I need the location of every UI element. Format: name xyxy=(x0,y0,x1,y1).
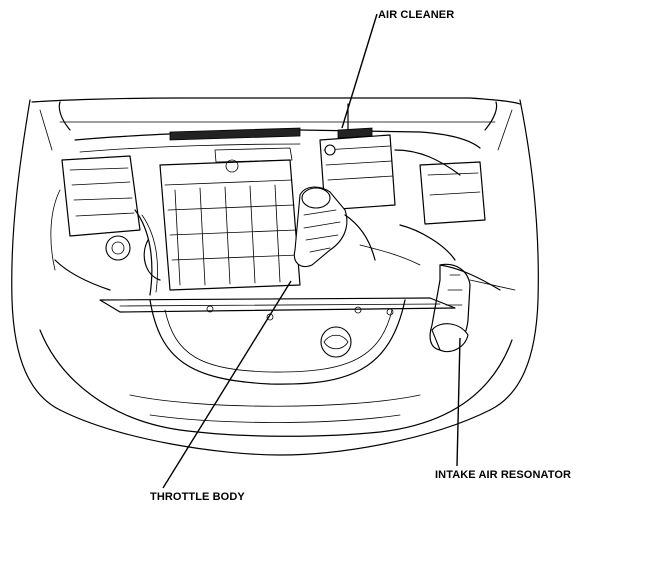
intake-duct xyxy=(293,186,376,268)
left-components xyxy=(50,155,158,296)
engine-block xyxy=(143,147,301,291)
air-cleaner-label: AIR CLEANER xyxy=(378,9,455,21)
intake-air-resonator-leader xyxy=(456,337,461,467)
car-body-outline xyxy=(11,97,539,456)
leader-lines xyxy=(162,13,461,489)
throttle-body-leader xyxy=(162,280,292,489)
intake-air-resonator xyxy=(429,263,471,353)
throttle-body-label: THROTTLE BODY xyxy=(150,491,245,503)
intake-air-resonator-label: INTAKE AIR RESONATOR xyxy=(435,469,572,481)
air-cleaner-box xyxy=(319,127,461,211)
air-cleaner-leader xyxy=(341,13,378,129)
right-components xyxy=(359,161,516,291)
